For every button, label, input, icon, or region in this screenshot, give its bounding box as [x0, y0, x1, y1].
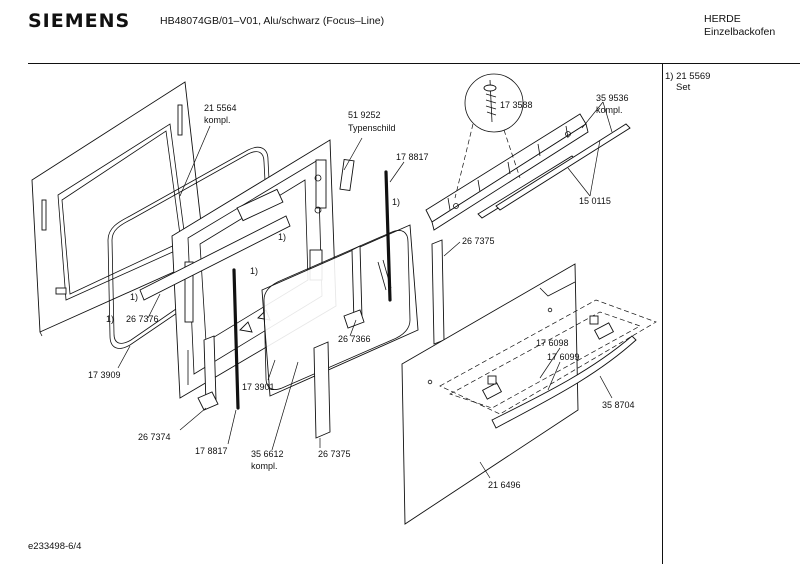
label-173901: 17 3901 — [242, 382, 275, 392]
label-173909: 17 3909 — [88, 370, 121, 380]
label-178817-top: 17 8817 — [396, 152, 429, 162]
label-176099: 17 6099 — [547, 352, 580, 362]
inner-door-frame — [171, 139, 337, 399]
trim-strip — [139, 215, 291, 301]
type-plate — [339, 158, 355, 192]
set-marker-2: 1) — [392, 197, 400, 207]
product-category: HERDE Einzelbackofen — [704, 13, 775, 39]
footnote-line-1: 1) 21 5569 — [665, 71, 711, 82]
exploded-view-drawing: 21 5564 kompl. 51 9252 Typenschild 17 88… — [31, 73, 657, 525]
label-359536-kompl: kompl. — [596, 105, 623, 115]
label-178817-bottom: 17 8817 — [195, 446, 228, 456]
label-215564-kompl: kompl. — [204, 115, 231, 125]
set-marker-3: 1) — [130, 292, 138, 302]
label-267374: 26 7374 — [138, 432, 171, 442]
footnote-set: 1) 21 5569 Set — [665, 71, 710, 93]
label-356612: 35 6612 — [251, 449, 284, 459]
label-267375-right: 26 7375 — [462, 236, 495, 246]
header-divider — [28, 63, 800, 64]
set-marker-1: 1) — [278, 232, 286, 242]
label-359536: 35 9536 — [596, 93, 629, 103]
label-356612-kompl: kompl. — [251, 461, 278, 471]
inner-glass-pane — [261, 224, 419, 397]
label-267366: 26 7366 — [338, 334, 371, 344]
label-358704: 35 8704 — [602, 400, 635, 410]
set-marker-5: 1) — [250, 266, 258, 276]
notes-divider — [662, 64, 663, 564]
model-title: HB48074GB/01–V01, Alu/schwarz (Focus–Lin… — [160, 15, 385, 27]
top-ventilation-rail — [425, 113, 589, 231]
hinge-brackets — [197, 239, 445, 439]
set-marker-4: 1) — [106, 314, 114, 324]
label-216496: 21 6496 — [488, 480, 521, 490]
door-handle — [439, 299, 657, 429]
label-173588: 17 3588 — [500, 100, 533, 110]
guide-rails — [477, 123, 631, 219]
label-typenschild: Typenschild — [348, 123, 396, 133]
category-line-2: Einzelbackofen — [704, 26, 776, 38]
label-150115: 15 0115 — [579, 196, 611, 206]
category-line-1: HERDE — [704, 13, 741, 25]
footnote-line-2: Set — [676, 82, 691, 93]
label-215564: 21 5564 — [204, 103, 237, 113]
screw-detail — [454, 73, 524, 199]
label-267376: 26 7376 — [126, 314, 159, 324]
label-519252: 51 9252 — [348, 110, 381, 120]
leader-lines — [117, 101, 613, 479]
label-176098: 17 6098 — [536, 338, 569, 348]
siemens-logo: SIEMENS — [28, 10, 131, 32]
seal-strips — [232, 170, 392, 410]
drawing-code: e233498-6/4 — [28, 541, 82, 552]
label-267375-bottom: 26 7375 — [318, 449, 351, 459]
